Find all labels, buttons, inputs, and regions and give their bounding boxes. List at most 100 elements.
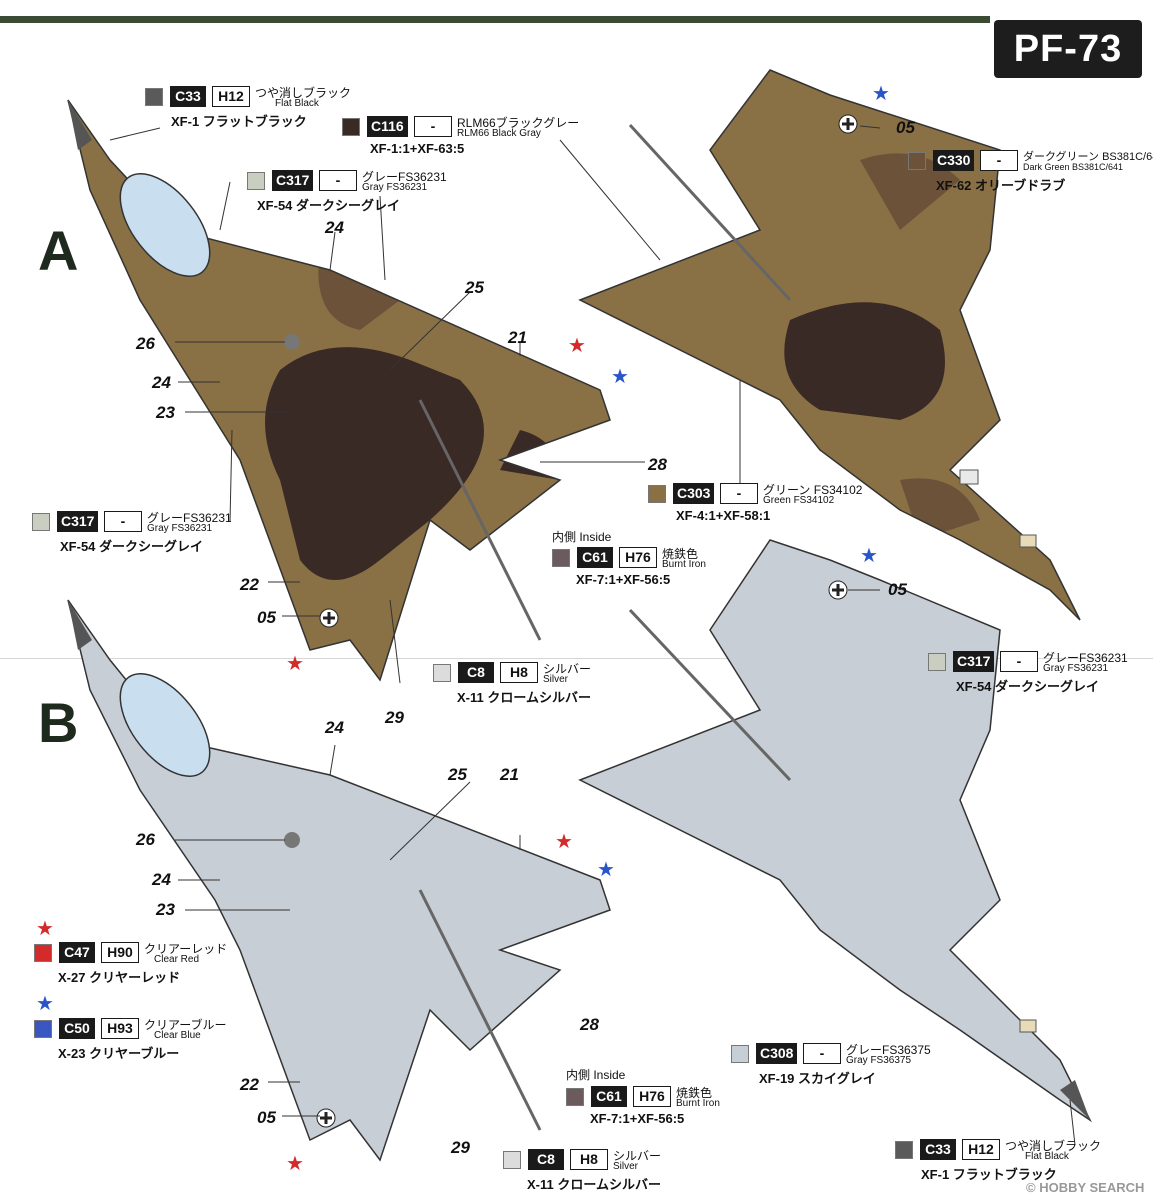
jp-name: シルバー — [613, 1149, 662, 1163]
xf-mix: XF-54 ダークシーグレイ — [60, 539, 204, 554]
color-code: C33 — [920, 1139, 956, 1160]
en-name: Gray FS36231 — [147, 523, 213, 534]
h-code: H76 — [633, 1086, 671, 1107]
en-name: Burnt Iron — [662, 559, 706, 570]
callout-21-b: 21 — [500, 765, 519, 784]
swatch — [552, 549, 570, 567]
h-code: H76 — [619, 547, 657, 568]
color-box-c116: C116 - RLM66ブラックグレー RLM66 Black Gray XF-… — [342, 114, 612, 158]
callout-28-a: 28 — [648, 455, 667, 474]
color-box-c61-b: C61 H76 焼鉄色 Burnt Iron XF-7:1+XF-56:5 — [566, 1084, 766, 1128]
en-name: Flat Black — [1025, 1151, 1069, 1162]
h-code: - — [1000, 651, 1038, 672]
en-name: Burnt Iron — [676, 1098, 720, 1109]
color-code: C308 — [756, 1043, 798, 1064]
xf-mix: XF-1 フラットブラック — [921, 1167, 1057, 1182]
jp-name: RLM66ブラックグレー — [457, 116, 580, 130]
color-box-c317-top: C317 - グレーFS36231 Gray FS36231 XF-54 ダーク… — [247, 168, 507, 213]
svg-text:★: ★ — [568, 335, 586, 357]
jp-name: ダークグリーン BS381C/641 — [1023, 151, 1153, 163]
color-code: C8 — [458, 662, 494, 683]
xf-mix: XF-4:1+XF-58:1 — [676, 508, 771, 523]
h-code: - — [980, 150, 1018, 171]
callout-24-a-top: 24 — [325, 218, 344, 237]
color-box-c8-b: C8 H8 シルバー Silver X-11 クロームシルバー — [503, 1147, 703, 1192]
color-box-c47: C47 H90 クリアーレッド Clear Red X-27 クリヤーレッド — [34, 940, 244, 985]
en-name: Clear Blue — [154, 1030, 201, 1041]
svg-text:★: ★ — [36, 993, 54, 1015]
swatch — [34, 944, 52, 962]
fold-line — [0, 658, 1153, 659]
aircraft-a-lower-outline — [578, 69, 1081, 621]
en-name: RLM66 Black Gray — [457, 128, 541, 139]
h-code: H12 — [962, 1139, 1000, 1160]
color-code: C303 — [673, 483, 715, 504]
swatch — [145, 88, 163, 106]
jp-name: シルバー — [543, 662, 592, 676]
xf-mix: X-23 クリヤーブルー — [58, 1046, 180, 1061]
color-box-c33-bottom: C33 H12 つや消しブラック Flat Black XF-1 フラットブラッ… — [895, 1137, 1145, 1182]
inside-label-a: 内側 Inside — [552, 530, 612, 544]
watermark: © HOBBY SEARCH — [1026, 1180, 1145, 1195]
svg-text:★: ★ — [597, 859, 615, 881]
jp-name: グレーFS36231 — [147, 511, 232, 525]
callout-24-a-mid: 24 — [152, 373, 171, 392]
h-code: H90 — [101, 942, 139, 963]
aircraft-b-lower — [578, 539, 1092, 1123]
svg-text:★: ★ — [872, 83, 890, 105]
nav-lights: ★ ★ ★ ★ ★ ★ ★ ★ ★ ★ — [36, 83, 890, 1175]
callout-23-b: 23 — [156, 900, 175, 919]
callout-05-a-right: 05 — [896, 118, 915, 137]
svg-text:★: ★ — [611, 366, 629, 388]
xf-mix: X-27 クリヤーレッド — [58, 970, 181, 985]
h-code: H8 — [500, 662, 538, 683]
header-bar — [0, 0, 1153, 14]
en-name: Gray FS36375 — [846, 1055, 912, 1066]
h-code: - — [104, 511, 142, 532]
section-label-a: A — [38, 219, 79, 282]
xf-mix: XF-54 ダークシーグレイ — [956, 679, 1100, 694]
xf-mix: XF-7:1+XF-56:5 — [590, 1111, 685, 1126]
color-code: C317 — [272, 170, 314, 191]
color-code: C33 — [170, 86, 206, 107]
jp-name: グレーFS36231 — [1043, 651, 1128, 665]
h-code: H93 — [101, 1018, 139, 1039]
callout-26-b: 26 — [136, 830, 155, 849]
xf-mix: X-11 クロームシルバー — [457, 690, 591, 705]
callout-05-b: 05 — [257, 1108, 276, 1127]
xf-mix: XF-1 フラットブラック — [171, 114, 307, 129]
color-box-c308: C308 - グレーFS36375 Gray FS36375 XF-19 スカイ… — [731, 1041, 961, 1086]
callout-05-b-right: 05 — [888, 580, 907, 599]
color-box-c8-a: C8 H8 シルバー Silver X-11 クロームシルバー — [433, 660, 633, 705]
header-rule — [0, 16, 990, 23]
jp-name: グレーFS36375 — [846, 1043, 931, 1057]
en-name: Clear Red — [154, 954, 200, 965]
color-box-c303: C303 - グリーン FS34102 Green FS34102 XF-4:1… — [648, 481, 898, 525]
xf-mix: XF-19 スカイグレイ — [759, 1071, 876, 1086]
color-code: C50 — [59, 1018, 95, 1039]
color-box-c330: C330 - ダークグリーン BS381C/641 Dark Green BS3… — [908, 148, 1153, 193]
h-code: H12 — [212, 86, 250, 107]
callout-23-a: 23 — [156, 403, 175, 422]
svg-text:★: ★ — [555, 831, 573, 853]
jp-name: クリアーブルー — [144, 1018, 227, 1032]
swatch — [342, 118, 360, 136]
callout-28-b: 28 — [580, 1015, 599, 1034]
callout-24-b-mid: 24 — [152, 870, 171, 889]
swatch — [32, 513, 50, 531]
callout-24-b-top: 24 — [325, 718, 344, 737]
en-name: Green FS34102 — [763, 495, 835, 506]
swatch — [247, 172, 265, 190]
swatch — [34, 1020, 52, 1038]
svg-text:★: ★ — [860, 545, 878, 567]
jp-name: グレーFS36231 — [362, 170, 447, 184]
xf-mix: XF-7:1+XF-56:5 — [576, 572, 671, 587]
inside-label-b: 内側 Inside — [566, 1068, 626, 1082]
color-box-c317-left: C317 - グレーFS36231 Gray FS36231 XF-54 ダーク… — [32, 509, 292, 554]
color-code: C47 — [59, 942, 95, 963]
h-code: - — [803, 1043, 841, 1064]
color-code: C116 — [367, 116, 408, 137]
callout-21-a: 21 — [508, 328, 527, 347]
color-code: C330 — [933, 150, 975, 171]
callout-26-a: 26 — [136, 334, 155, 353]
